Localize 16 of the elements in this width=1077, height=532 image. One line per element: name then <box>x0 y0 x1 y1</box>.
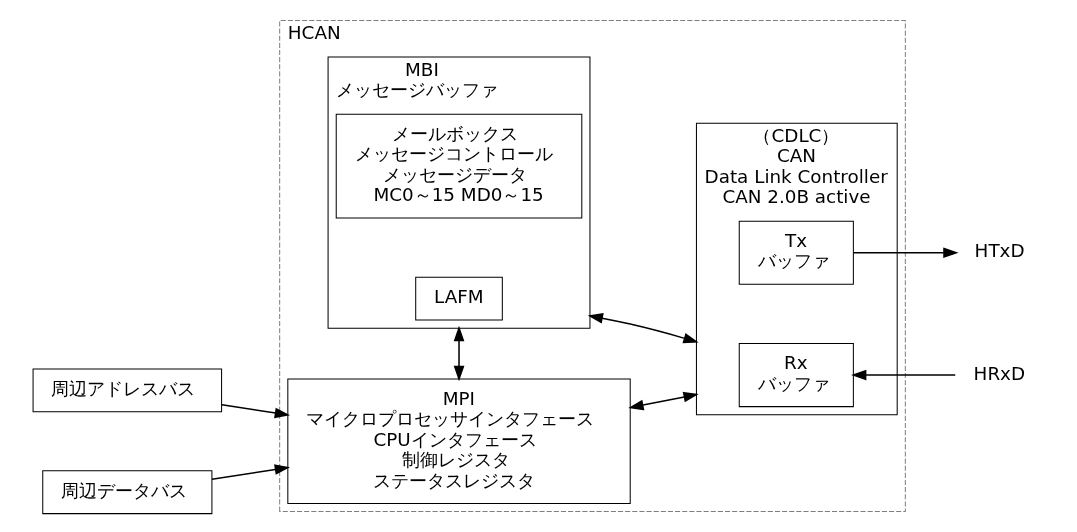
arrow <box>852 247 959 259</box>
node-text: HRxD <box>973 362 1026 384</box>
node-box: メールボックス メッセージコントロール メッセージデータ MC0～15 MD0～15 <box>335 113 583 219</box>
arrow <box>453 325 465 382</box>
node-box: 周辺アドレスバス <box>32 368 223 413</box>
node-box: Tx バッファ <box>738 220 854 285</box>
arrow <box>587 313 699 344</box>
node-box: 周辺データバス <box>42 470 213 515</box>
arrow <box>851 369 957 381</box>
node-box: LAFM <box>415 276 503 321</box>
arrow <box>628 391 699 411</box>
node-text: HTxD <box>974 240 1025 262</box>
node-box: Rx バッファ <box>738 342 854 408</box>
arrow <box>211 464 290 481</box>
node-box: MPI マイクロプロセッサインタフェース CPUインタフェース 制御レジスタ ステータスレジスタ <box>287 378 631 504</box>
arrow <box>221 404 290 419</box>
